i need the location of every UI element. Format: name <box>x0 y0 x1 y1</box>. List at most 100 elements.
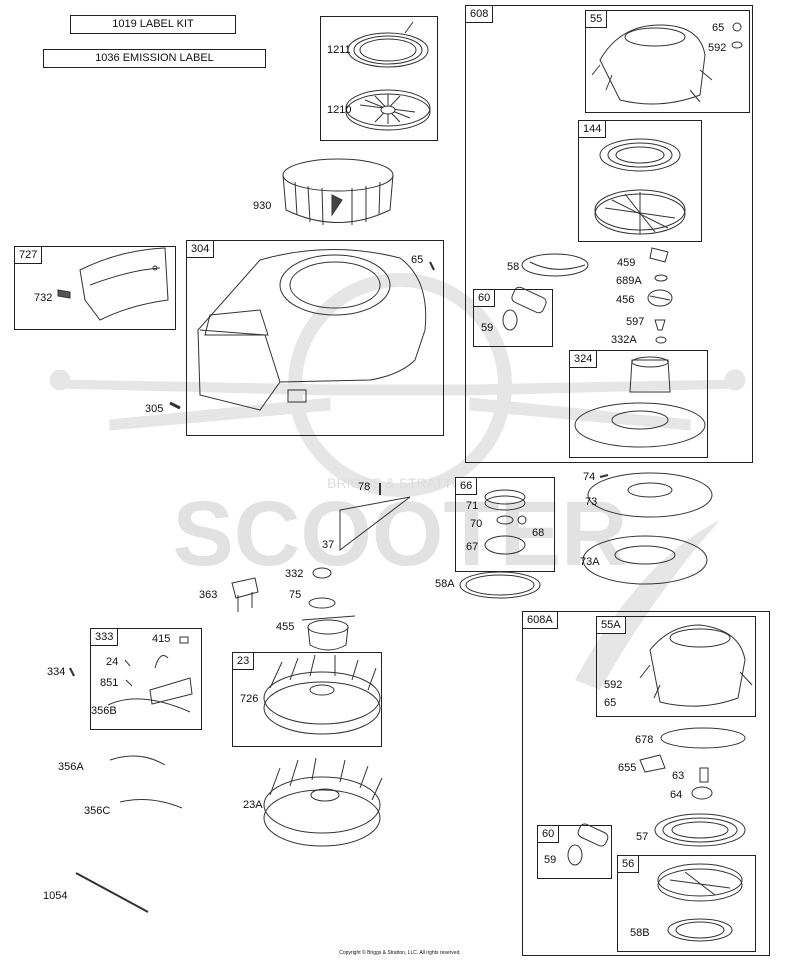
part-332A-label: 332A <box>611 334 637 346</box>
part-65-lower-label: 65 <box>604 697 617 709</box>
part-1211-label: 1211 <box>327 44 351 56</box>
rewind-cover-55-drawing <box>591 22 743 105</box>
part-356B-label: 356B <box>91 705 117 717</box>
flywheel-23-drawing <box>263 654 381 735</box>
part-24-label: 24 <box>106 656 119 668</box>
box-55A-label: 55A <box>597 617 626 634</box>
box-608A: 608A <box>522 611 770 956</box>
box-608: 608 <box>465 5 753 463</box>
spring-58B-drawing <box>667 918 733 942</box>
part-456-label: 456 <box>616 294 635 306</box>
part-68-label: 68 <box>532 527 545 539</box>
part-851-label: 851 <box>100 677 119 689</box>
part-59-upper-label: 59 <box>481 322 494 334</box>
box-608-label: 608 <box>466 6 494 23</box>
part-65-housing-label: 65 <box>411 254 424 266</box>
part-59-lower-label: 59 <box>544 854 557 866</box>
part-58B-label: 58B <box>630 927 650 939</box>
wire-356A-drawing <box>109 755 166 766</box>
retainer-689A-drawing <box>654 274 668 282</box>
emission-label-box: 1036 EMISSION LABEL <box>43 49 266 68</box>
part-678-label: 678 <box>635 734 654 746</box>
flywheel-23A-drawing <box>263 757 383 847</box>
screen-73A-drawing <box>582 535 708 585</box>
screw-334-drawing <box>69 667 75 677</box>
box-60-upper-label: 60 <box>474 290 496 307</box>
debris-screen-930-drawing <box>282 158 394 226</box>
part-356C-label: 356C <box>84 805 111 817</box>
handle-60-upper-drawing <box>502 286 547 331</box>
spring-57-drawing <box>654 813 746 847</box>
box-23: 23 <box>232 652 382 747</box>
pulley-56-drawing <box>657 863 743 902</box>
handle-60-lower-drawing <box>567 823 609 866</box>
part-455-label: 455 <box>276 621 295 633</box>
starter-assembly-144-drawing <box>594 138 686 235</box>
part-592-lower-label: 592 <box>604 679 623 691</box>
copyright-footer: Copyright © Briggs & Stratton, LLC. All … <box>339 950 461 956</box>
part-689A-label: 689A <box>616 275 642 287</box>
box-55: 55 <box>585 10 750 113</box>
rewind-spring-1211-drawing <box>347 21 429 68</box>
part-1054-label: 1054 <box>43 890 68 902</box>
part-58A-label: 58A <box>435 578 455 590</box>
retainer-64-drawing <box>691 786 713 800</box>
dog-assembly-456-drawing <box>647 289 673 307</box>
screw-597-drawing <box>654 319 666 331</box>
part-459-label: 459 <box>617 257 636 269</box>
box-144: 144 <box>578 120 702 242</box>
box-333-label: 333 <box>91 629 119 646</box>
clutch-455-drawing <box>301 615 356 651</box>
label-kit-text: 1019 LABEL KIT <box>112 18 194 30</box>
part-732-label: 732 <box>34 292 53 304</box>
part-57-label: 57 <box>636 831 649 843</box>
part-334-label: 334 <box>47 666 66 678</box>
starter-parts-66-drawing <box>484 489 527 555</box>
armature-333-drawing <box>107 636 193 713</box>
box-608A-label: 608A <box>523 612 558 629</box>
box-55A: 55A <box>596 616 756 717</box>
blower-housing-304-drawing <box>169 249 435 411</box>
box-56-label: 56 <box>618 856 640 873</box>
box-144-label: 144 <box>579 121 607 138</box>
washer-332A-drawing <box>655 336 667 344</box>
part-726-label: 726 <box>240 693 259 705</box>
part-592-upper-label: 592 <box>708 42 727 54</box>
emission-label-text: 1036 EMISSION LABEL <box>95 52 214 64</box>
part-597-label: 597 <box>626 316 645 328</box>
spring-63-drawing <box>699 767 709 783</box>
dog-459-drawing <box>649 247 669 263</box>
part-71-label: 71 <box>466 500 479 512</box>
box-727-label: 727 <box>15 247 43 264</box>
cable-tie-1054-drawing <box>75 872 149 913</box>
nut-332-drawing <box>312 567 332 579</box>
box-60-upper: 60 <box>473 289 553 347</box>
washer-678-drawing <box>660 727 746 749</box>
part-58-label: 58 <box>507 261 520 273</box>
rewind-cover-55A-drawing <box>639 624 753 707</box>
box-66-label: 66 <box>456 478 478 495</box>
box-333: 333 <box>90 628 202 730</box>
box-56: 56 <box>617 855 756 952</box>
box-60-lower: 60 <box>537 825 612 879</box>
box-60-lower-label: 60 <box>538 826 560 843</box>
box-324-label: 324 <box>570 351 598 368</box>
screw-74-drawing <box>599 474 609 478</box>
pulley-1210-drawing <box>345 89 431 131</box>
spring-58A-drawing <box>459 571 541 599</box>
part-305-label: 305 <box>145 403 164 415</box>
bracket-363-drawing <box>231 577 259 612</box>
box-324: 324 <box>569 350 708 458</box>
box-304: 304 <box>186 240 444 436</box>
part-74-label: 74 <box>583 471 596 483</box>
key-37-drawing <box>339 496 411 552</box>
part-356A-label: 356A <box>58 761 84 773</box>
part-73-label: 73 <box>585 496 598 508</box>
label-kit-box: 1019 LABEL KIT <box>70 15 236 34</box>
part-23A-label: 23A <box>243 799 263 811</box>
part-655-label: 655 <box>618 762 637 774</box>
rewind-spring-box <box>320 16 438 141</box>
cup-screen-324-drawing <box>574 356 706 448</box>
screen-73-drawing <box>587 472 713 518</box>
